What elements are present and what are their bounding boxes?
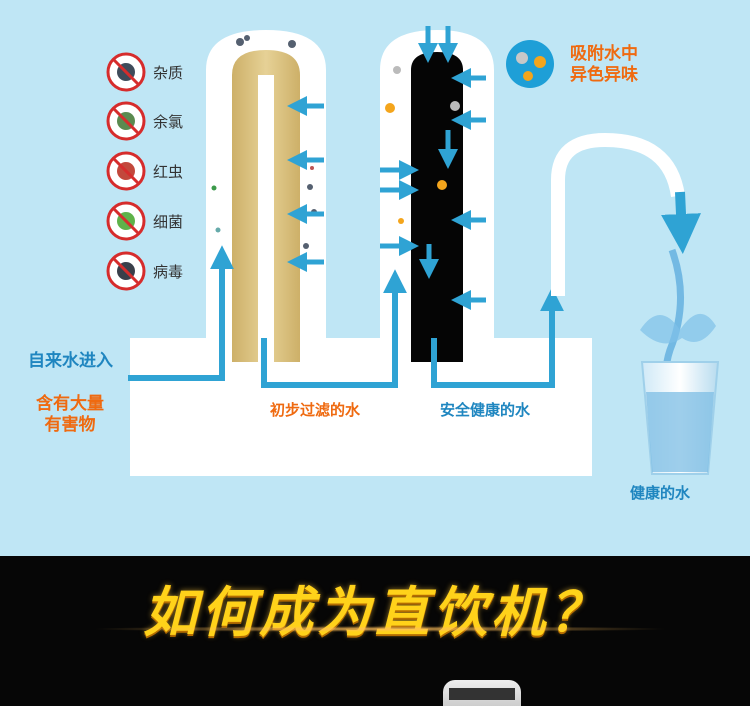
water-splash	[640, 313, 716, 344]
adsorb-legend-icon	[506, 40, 554, 88]
harmful-label: 含有大量 有害物	[36, 394, 104, 436]
contaminant-label: 病毒	[153, 263, 184, 281]
machine-band	[449, 688, 515, 700]
harmful-label-line2: 有害物	[44, 415, 96, 435]
glass-water	[646, 392, 714, 472]
contaminant-label: 细菌	[153, 213, 184, 231]
adsorb-label-line1: 吸附水中	[570, 44, 638, 64]
safe-water-label: 安全健康的水	[440, 401, 531, 419]
tap-water-label: 自来水进入	[28, 351, 113, 371]
headline-glow	[90, 626, 670, 632]
bacteria-icon	[106, 201, 146, 241]
pp-flow-arrows	[287, 96, 324, 272]
healthy-water-label: 健康的水	[630, 484, 691, 502]
harmful-label-line1: 含有大量	[36, 394, 104, 414]
contaminant-label: 余氯	[153, 113, 184, 131]
housing-base	[130, 338, 592, 476]
prefiltered-label: 初步过滤的水	[270, 401, 361, 419]
outlet-arrow	[661, 191, 701, 254]
water-path	[128, 245, 564, 388]
promo-banner: 如何成为直饮机？	[0, 556, 750, 706]
outlet-tube	[551, 132, 685, 296]
adsorb-label: 吸附水中 异色异味	[570, 44, 638, 86]
pp-filter-core	[258, 75, 274, 362]
adsorb-label-line2: 异色异味	[570, 65, 638, 85]
chlorine-icon	[106, 101, 146, 141]
carbon-particles	[385, 66, 460, 224]
impurity-icon	[106, 52, 146, 92]
filtration-diagram: 杂质余氯红虫细菌病毒 吸附水中 异色异味 自来水进入 含有大量 有害物 初步过滤…	[0, 0, 750, 556]
contaminant-label: 杂质	[153, 64, 184, 82]
banner-headline: 如何成为直饮机？	[143, 581, 607, 644]
diagram-graphics	[128, 26, 720, 476]
impurity-specks	[211, 35, 317, 249]
carbon-filter-block	[411, 52, 463, 362]
virus-icon	[106, 251, 146, 291]
carbon-flow-arrows	[380, 26, 486, 310]
contaminant-label: 红虫	[153, 163, 184, 181]
red-worm-icon	[106, 151, 146, 191]
